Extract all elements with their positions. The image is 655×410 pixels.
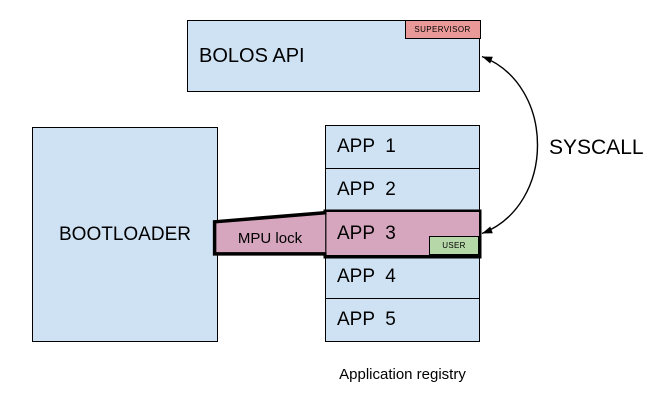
bootloader-box: BOOTLOADER (32, 127, 218, 342)
mpu-lock-label: MPU lock (237, 230, 303, 247)
app-3-label: APP 3 (337, 222, 396, 244)
app-5-label: APP 5 (337, 308, 396, 330)
app-row-1: APP 1 (326, 126, 479, 170)
app-row-4: APP 4 (326, 255, 479, 299)
user-badge-label: USER (442, 240, 466, 250)
supervisor-badge: SUPERVISOR (404, 19, 481, 39)
bolos-api-box: BOLOS API SUPERVISOR (187, 19, 481, 92)
syscall-arrow (481, 55, 539, 235)
app-row-2: APP 2 (326, 169, 479, 213)
registry-caption: Application registry (339, 366, 466, 383)
app-row-5: APP 5 (326, 298, 479, 342)
bolos-api-label: BOLOS API (199, 44, 305, 67)
user-badge: USER (429, 235, 479, 255)
app-2-label: APP 2 (337, 179, 396, 201)
app-4-label: APP 4 (337, 265, 396, 287)
bootloader-label: BOOTLOADER (59, 223, 191, 245)
supervisor-badge-label: SUPERVISOR (414, 24, 471, 34)
app-row-3-highlighted: APP 3 USER (326, 212, 479, 256)
syscall-label: SYSCALL (549, 136, 644, 159)
application-registry: APP 1 APP 2 APP 3 USER APP 4 APP 5 (325, 125, 480, 342)
app-1-label: APP 1 (337, 136, 396, 158)
